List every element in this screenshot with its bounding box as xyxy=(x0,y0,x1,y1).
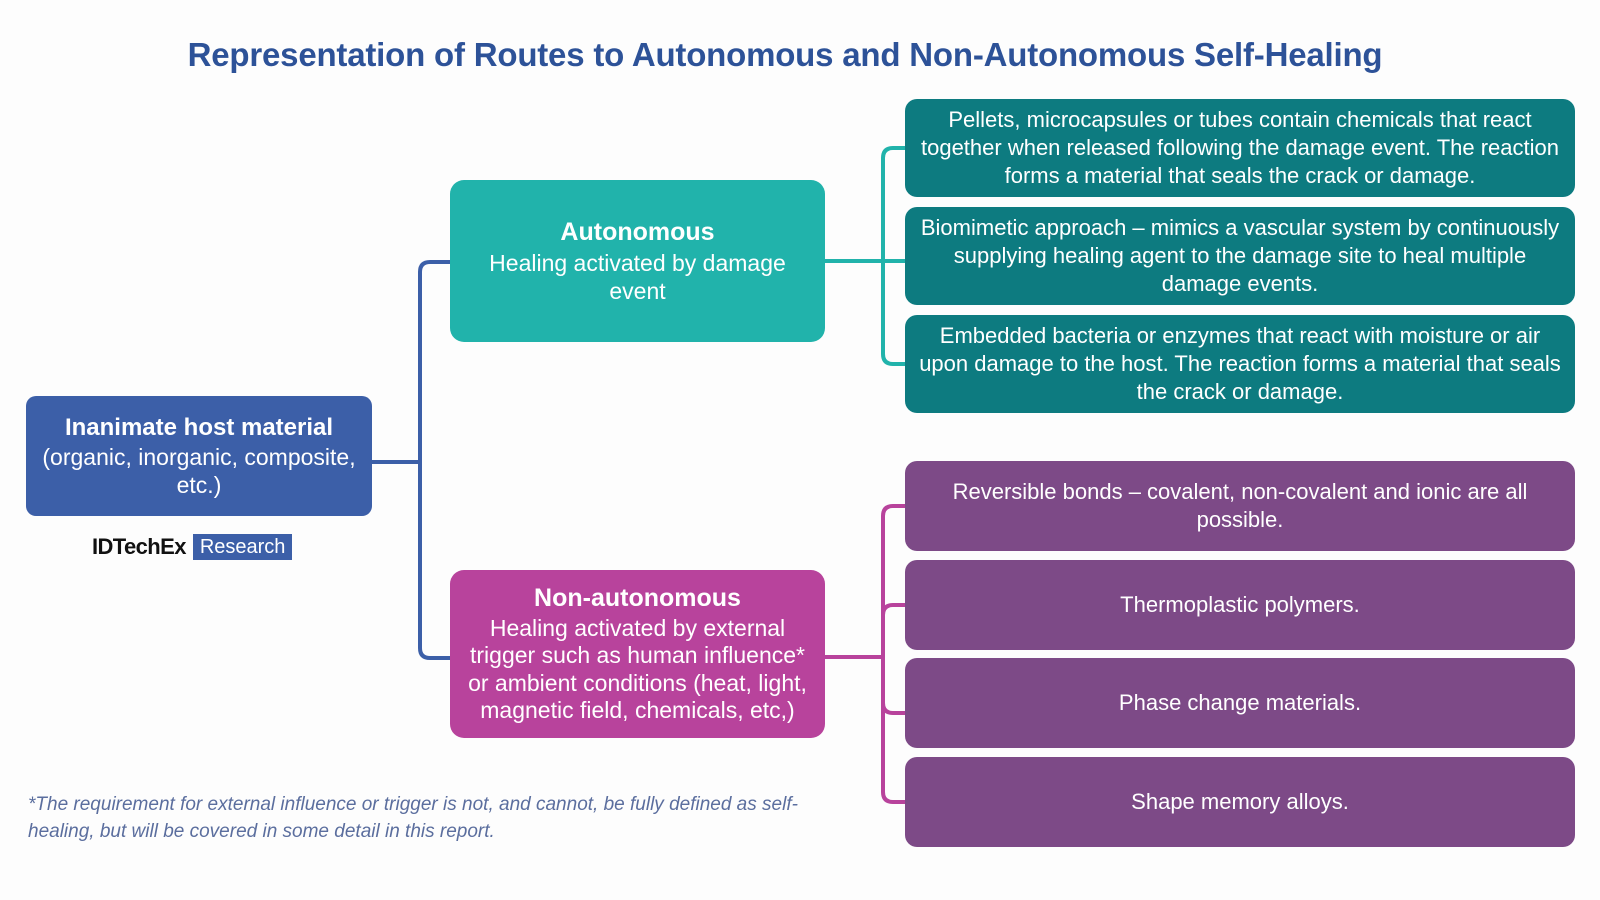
logo-wordmark: IDTechEx xyxy=(92,534,186,559)
node-root-title: Inanimate host material xyxy=(64,413,334,441)
connector-root-to-autonomous xyxy=(418,260,452,464)
leaf-non-autonomous-2[interactable]: Thermoplastic polymers. xyxy=(905,560,1575,650)
leaf-autonomous-2[interactable]: Biomimetic approach – mimics a vascular … xyxy=(905,207,1575,305)
footnote: *The requirement for external influence … xyxy=(28,794,798,842)
page-title: Representation of Routes to Autonomous a… xyxy=(187,36,1383,73)
connector-nonautonomous-leaf-4 xyxy=(881,655,907,804)
leaf-non-autonomous-4[interactable]: Shape memory alloys. xyxy=(905,757,1575,847)
node-root-subtitle: (organic, inorganic, composite, etc.) xyxy=(42,444,356,499)
node-non-autonomous-subtitle: Healing activated by external trigger su… xyxy=(468,614,807,724)
node-autonomous[interactable]: Autonomous Healing activated by damage e… xyxy=(450,180,825,342)
node-root[interactable]: Inanimate host material (organic, inorga… xyxy=(26,396,372,516)
leaf-non-autonomous-1[interactable]: Reversible bonds – covalent, non-covalen… xyxy=(905,461,1575,551)
leaf-non-autonomous-3[interactable]: Phase change materials. xyxy=(905,658,1575,748)
node-non-autonomous[interactable]: Non-autonomous Healing activated by exte… xyxy=(450,570,825,738)
connector-root-to-nonautonomous xyxy=(418,460,452,660)
idtechex-logo[interactable]: IDTechEx Research xyxy=(92,534,293,560)
logo-research-badge: Research xyxy=(192,534,293,560)
leaf-autonomous-3[interactable]: Embedded bacteria or enzymes that react … xyxy=(905,315,1575,413)
connector-autonomous-leaf-1 xyxy=(881,146,907,263)
leaf-autonomous-1[interactable]: Pellets, microcapsules or tubes contain … xyxy=(905,99,1575,197)
connector-autonomous-leaf-3 xyxy=(881,259,907,366)
node-non-autonomous-title: Non-autonomous xyxy=(534,584,741,613)
node-autonomous-title: Autonomous xyxy=(560,217,715,246)
node-autonomous-subtitle: Healing activated by damage event xyxy=(489,250,786,305)
connector-nonautonomous-leaf-2 xyxy=(881,603,907,659)
connector-nonautonomous-leaf-1 xyxy=(881,504,907,659)
connector-nonautonomous-leaf-3 xyxy=(881,655,907,715)
